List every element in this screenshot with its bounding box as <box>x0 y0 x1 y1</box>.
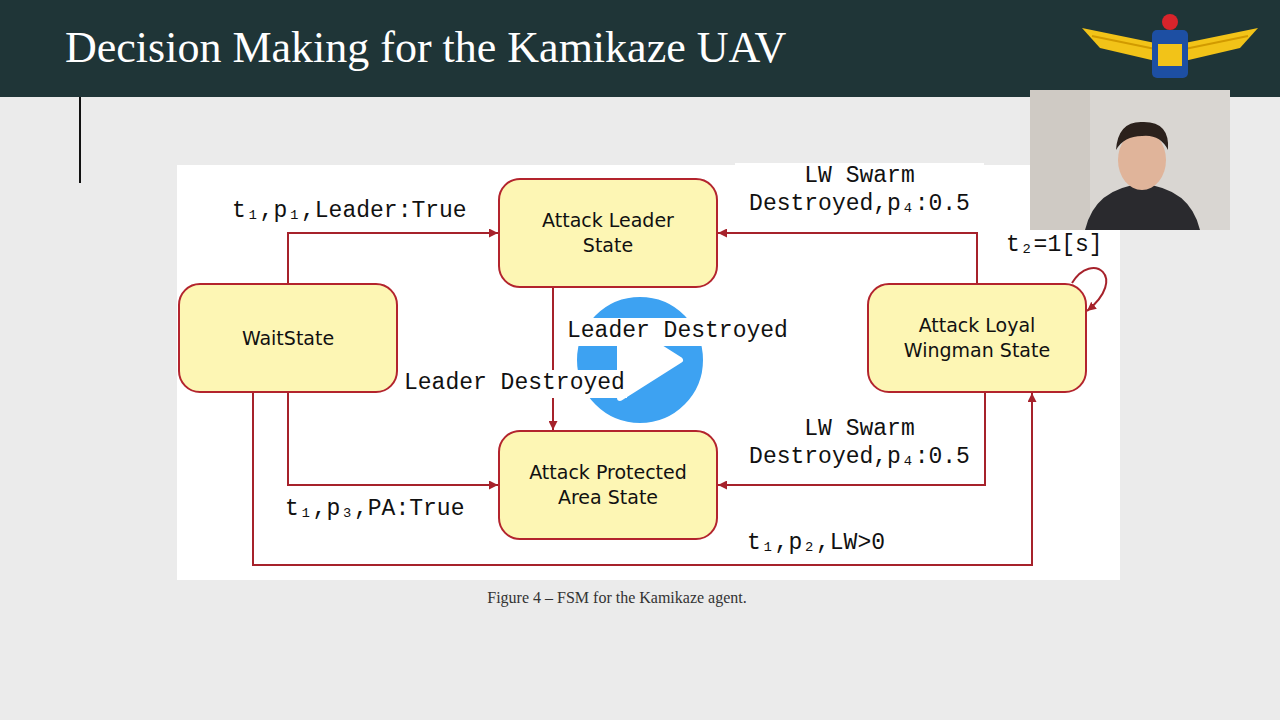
state-name: Attack Leader State <box>523 208 693 257</box>
figure-caption: Figure 4 – FSM for the Kamikaze agent. <box>177 589 1057 607</box>
state-box: Attack Protected Area State <box>498 430 718 540</box>
presenter-webcam <box>1030 90 1230 230</box>
transition-label: t₂=1[s] <box>1004 232 1105 260</box>
transition-arrow <box>718 393 985 485</box>
transition-label: LW Swarm Destroyed,p₄:0.5 <box>735 416 984 471</box>
transition-arrow <box>718 233 977 283</box>
transition-label: Leader Destroyed <box>565 318 790 346</box>
state-box: WaitState <box>178 283 398 393</box>
figure-panel <box>177 165 1120 580</box>
transition-label: t₁,p₂,LW>0 <box>745 530 887 558</box>
header-bar <box>0 0 1280 97</box>
state-name: Attack Protected Area State <box>523 460 693 509</box>
transition-label: LW Swarm Destroyed,p₄:0.5 <box>735 163 984 218</box>
institution-logo <box>1082 14 1258 78</box>
transition-arrow <box>288 393 498 485</box>
diagram-note: Leader Destroyed <box>402 370 627 398</box>
state-box: Attack Leader State <box>498 178 718 288</box>
play-button <box>574 294 706 426</box>
transition-label: t₁,p₃,PA:True <box>283 496 466 524</box>
state-name: WaitState <box>242 326 334 351</box>
transition-label: t₁,p₁,Leader:True <box>230 198 469 226</box>
slide-title: Decision Making for the Kamikaze UAV <box>65 22 786 73</box>
state-box: Attack Loyal Wingman State <box>867 283 1087 393</box>
transition-arrow <box>552 288 554 430</box>
state-name: Attack Loyal Wingman State <box>902 313 1052 362</box>
transition-arrow <box>288 233 498 283</box>
accent-line <box>79 97 81 183</box>
